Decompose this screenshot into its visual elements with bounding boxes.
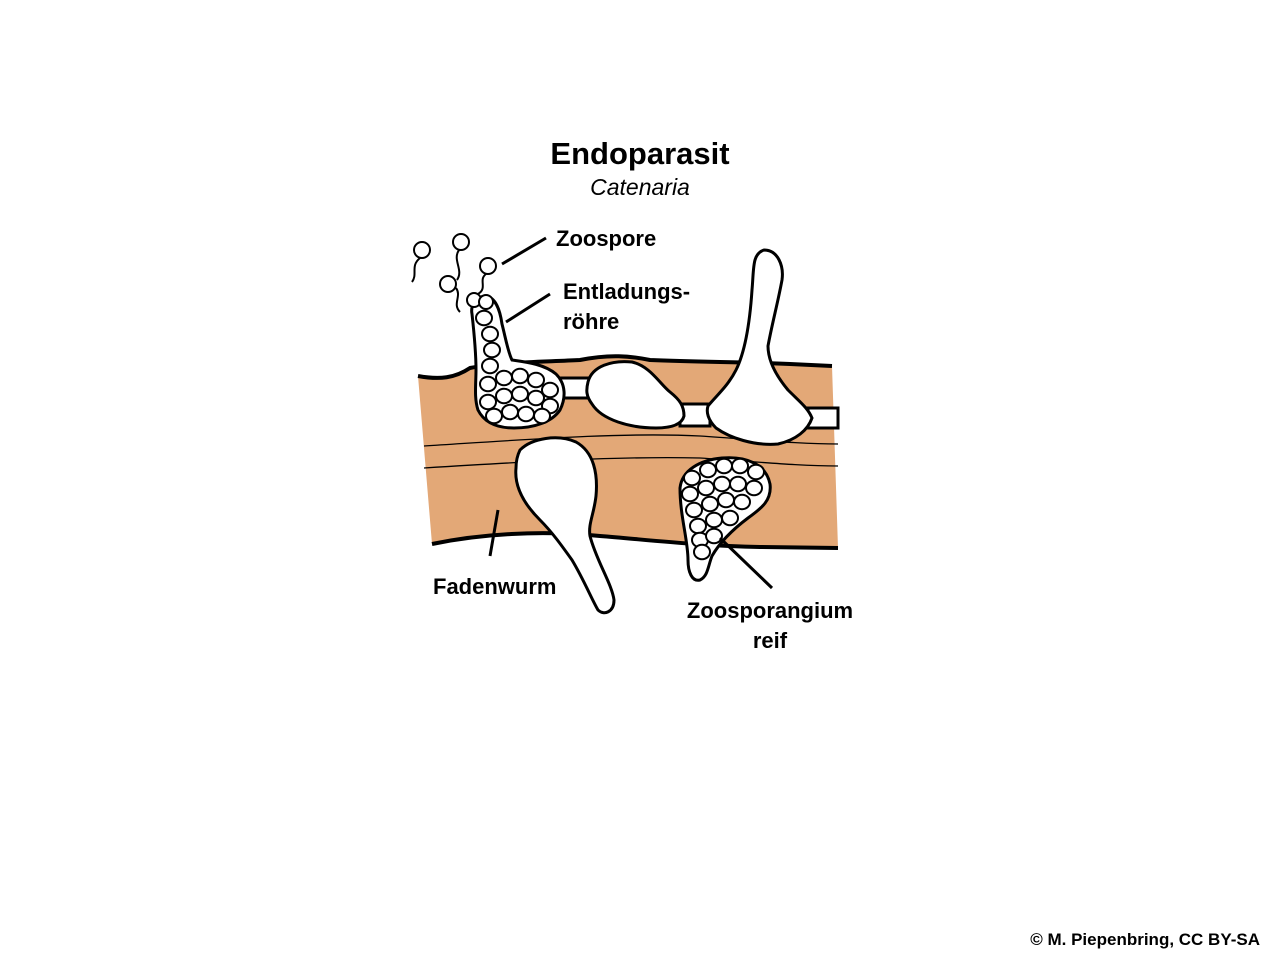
label-entladungsroehre-line1: Entladungs- xyxy=(563,279,691,304)
zoospore-left-7 xyxy=(527,371,545,389)
zoospore-left-12 xyxy=(527,389,545,407)
zoospore-free-6 xyxy=(478,294,494,310)
zoospore-right-5 xyxy=(681,485,699,503)
zoospore-right-7 xyxy=(713,475,731,493)
leader-line-zoosporangium xyxy=(718,536,774,590)
diagram-subtitle: Catenaria xyxy=(590,174,690,200)
zoospore-free-1 xyxy=(413,241,431,259)
sporangium-empty-lower xyxy=(514,436,616,615)
label-zoosporangium: Zoosporangium reif xyxy=(670,596,870,656)
zoospore-left-3 xyxy=(481,357,499,375)
diagram-title: Endoparasit xyxy=(550,136,730,171)
zoospore-right-12 xyxy=(717,491,735,509)
label-entladungsroehre-line2: röhre xyxy=(563,309,620,334)
nematode-internal-line-2 xyxy=(423,456,839,469)
zoospore-right-19 xyxy=(693,543,711,561)
zoospore-flagellum-4 xyxy=(477,273,487,295)
zoospore-free-2 xyxy=(452,233,470,251)
zoospore-left-6 xyxy=(511,367,529,385)
label-zoosporangium-line2: reif xyxy=(752,628,788,653)
zoospore-right-4 xyxy=(747,463,765,481)
zoospore-left-16 xyxy=(517,405,535,423)
zoospore-right-2 xyxy=(715,457,733,475)
zoospore-flagellum-2 xyxy=(455,249,461,281)
zoospore-free-3 xyxy=(439,275,457,293)
zoospore-left-2 xyxy=(483,341,501,359)
zoospore-left-0 xyxy=(475,309,493,327)
zoospore-right-10 xyxy=(685,501,703,519)
zoospore-left-4 xyxy=(479,375,497,393)
nematode-internal-line-1 xyxy=(423,434,839,447)
zoospore-right-15 xyxy=(705,511,723,529)
zoospore-right-13 xyxy=(733,493,751,511)
zoospore-right-9 xyxy=(745,479,763,497)
zoospore-right-3 xyxy=(731,457,749,475)
zoospore-left-11 xyxy=(511,385,529,403)
zoospore-flagellum-1 xyxy=(411,257,421,283)
zoospore-right-1 xyxy=(699,461,717,479)
zoospore-right-16 xyxy=(721,509,739,527)
label-fadenwurm: Fadenwurm xyxy=(433,574,557,599)
zoospore-left-17 xyxy=(533,407,551,425)
zoospore-left-10 xyxy=(495,387,513,405)
zoospore-left-9 xyxy=(479,393,497,411)
zoospore-left-14 xyxy=(485,407,503,425)
zoospore-right-6 xyxy=(697,479,715,497)
zoospore-right-0 xyxy=(683,469,701,487)
zoospore-right-14 xyxy=(689,517,707,535)
copyright-notice: © M. Piepenbring, CC BY-SA xyxy=(1030,930,1260,949)
zoospore-left-15 xyxy=(501,403,519,421)
label-zoospore: Zoospore xyxy=(556,226,657,251)
zoospore-left-5 xyxy=(495,369,513,387)
zoospore-left-8 xyxy=(541,381,559,399)
sporangium-young-swelling xyxy=(585,360,686,430)
leader-line-fadenwurm xyxy=(488,509,500,557)
zoospore-free-4 xyxy=(479,257,497,275)
sporangium-empty-right xyxy=(705,248,814,446)
leader-line-zoospore xyxy=(501,236,547,266)
free-zoospores xyxy=(411,233,497,313)
zoospore-cluster-right xyxy=(681,457,765,561)
zoospore-left-1 xyxy=(481,325,499,343)
nematode-cuticle-top xyxy=(417,354,833,380)
zoospore-flagellum-3 xyxy=(455,287,461,313)
label-entladungsroehre: Entladungs- röhre xyxy=(563,277,690,337)
zoospore-right-8 xyxy=(729,475,747,493)
zoospore-right-18 xyxy=(705,527,723,545)
leader-line-entladungsroehre xyxy=(505,292,551,324)
zoospore-right-11 xyxy=(701,495,719,513)
label-zoosporangium-line1: Zoosporangium xyxy=(686,598,854,623)
zoospore-cluster-left xyxy=(475,309,559,425)
